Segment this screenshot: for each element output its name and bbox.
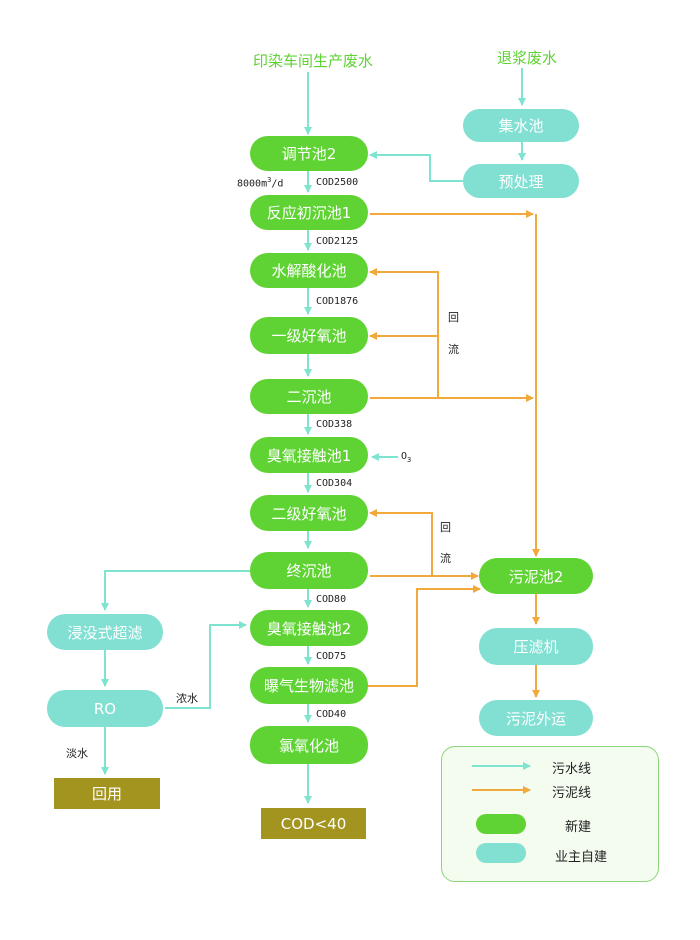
- cod-label-40: COD40: [316, 709, 347, 720]
- return-label-liu-1: 流: [448, 343, 459, 356]
- source-dyeing-wastewater: 印染车间生产废水: [253, 52, 374, 70]
- legend-sewage-label: 污水线: [552, 762, 592, 777]
- legend-owner-swatch: [476, 843, 526, 863]
- node-collection-tank: 集水池: [463, 109, 579, 142]
- return-label-liu-2: 流: [440, 552, 451, 565]
- cod-label-304: COD304: [316, 478, 353, 489]
- concentrate-label: 浓水: [176, 692, 198, 705]
- node-final-settling: 终沉池: [250, 552, 368, 589]
- cod-label-1876: COD1876: [316, 296, 359, 307]
- node-hydrolysis-acidification: 水解酸化池: [250, 253, 368, 288]
- sewage-lines: [101, 68, 526, 804]
- cod-label-338: COD338: [316, 419, 353, 430]
- legend-sludge-label: 污泥线: [552, 786, 592, 801]
- legend: 污水线 污泥线 新建 业主自建: [441, 746, 659, 882]
- cod-label-80: COD80: [316, 594, 347, 605]
- node-secondary-aerobic: 二级好氧池: [250, 495, 368, 531]
- return-label-hui-1: 回: [448, 311, 459, 324]
- ozone-input-label: O3: [401, 451, 412, 464]
- node-sludge-transport: 污泥外运: [479, 700, 593, 736]
- legend-owner-label: 业主自建: [555, 850, 608, 865]
- fresh-water-label: 淡水: [66, 747, 88, 760]
- node-primary-aerobic: 一级好氧池: [250, 317, 368, 354]
- node-ozone-contact-1: 臭氧接触池1: [250, 437, 368, 473]
- node-ozone-contact-2: 臭氧接触池2: [250, 610, 368, 646]
- cod-label-2500: COD2500: [316, 177, 359, 188]
- node-outlet-cod: COD<40: [261, 808, 366, 839]
- node-biological-aerated-filter: 曝气生物滤池: [250, 667, 368, 704]
- cod-label-2125: COD2125: [316, 236, 359, 247]
- node-immersed-ultrafiltration: 浸没式超滤: [47, 614, 163, 650]
- node-regulating-tank-2: 调节池2: [250, 136, 368, 171]
- source-desizing-wastewater: 退浆废水: [497, 49, 558, 67]
- node-pretreatment: 预处理: [463, 164, 579, 198]
- node-reuse: 回用: [54, 778, 160, 809]
- cod-label-75: COD75: [316, 651, 347, 662]
- legend-arrows: [472, 762, 531, 794]
- flow-rate-label: 8000m3/d: [237, 176, 284, 190]
- node-reaction-primary-settling-1: 反应初沉池1: [250, 195, 368, 230]
- node-ro: RO: [47, 690, 163, 727]
- legend-new-swatch: [476, 814, 526, 834]
- sludge-lines: [368, 210, 540, 698]
- node-filter-press: 压滤机: [479, 628, 593, 665]
- legend-new-label: 新建: [565, 820, 592, 835]
- node-sludge-tank-2: 污泥池2: [479, 558, 593, 594]
- node-chlorine-oxidation: 氯氧化池: [250, 726, 368, 764]
- return-label-hui-2: 回: [440, 521, 451, 534]
- node-secondary-settling: 二沉池: [250, 379, 368, 414]
